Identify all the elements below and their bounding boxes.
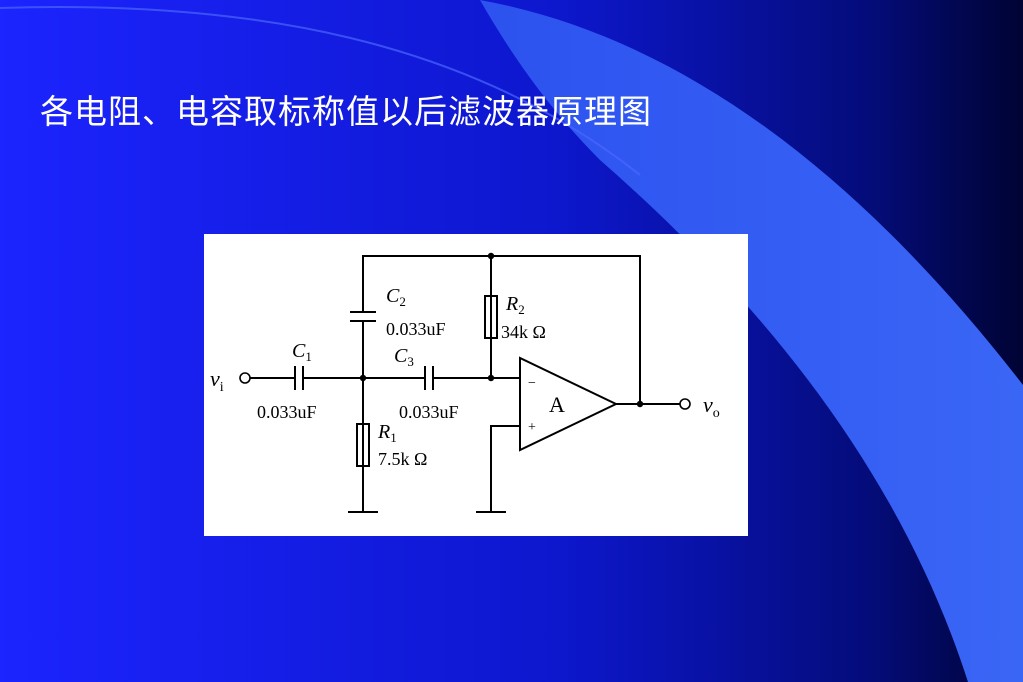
c2-value: 0.033uF [386, 319, 446, 339]
junction-dot-top [487, 252, 495, 260]
c2-label: C2 [386, 285, 406, 309]
output-label: vo [703, 392, 720, 421]
circuit-diagram: vi vo C1 0.033uF C2 0.033uF C3 0.033uF R… [210, 252, 720, 513]
opamp-label: A [549, 392, 565, 417]
circuit-diagram-panel: vi vo C1 0.033uF C2 0.033uF C3 0.033uF R… [204, 234, 748, 536]
c3-value: 0.033uF [399, 402, 459, 422]
decorative-arc-line [0, 6, 641, 176]
slide-title: 各电阻、电容取标称值以后滤波器原理图 [40, 92, 652, 131]
c3-label: C3 [394, 345, 414, 369]
r2-resistor [484, 295, 498, 339]
r1-value: 7.5k Ω [378, 449, 427, 469]
opamp-inverting-sign: − [528, 376, 536, 391]
decorative-swoosh [480, 0, 1023, 682]
r1-resistor [356, 423, 370, 467]
c1-value: 0.033uF [257, 402, 317, 422]
r1-label: R1 [377, 421, 397, 445]
c2-gap-mask [354, 313, 372, 320]
junction-dot-output [636, 400, 644, 408]
junction-dot-inverting [487, 374, 495, 382]
r2-value: 34k Ω [501, 322, 546, 342]
opamp-noninverting-sign: + [528, 420, 536, 435]
junction-dot-node [359, 374, 367, 382]
r2-label: R2 [505, 293, 525, 317]
input-label: vi [210, 366, 224, 395]
noninverting-ground-wire [490, 425, 520, 512]
opamp-triangle [519, 356, 619, 452]
output-terminal [679, 398, 691, 410]
input-terminal [239, 372, 251, 384]
c1-label: C1 [292, 340, 312, 364]
